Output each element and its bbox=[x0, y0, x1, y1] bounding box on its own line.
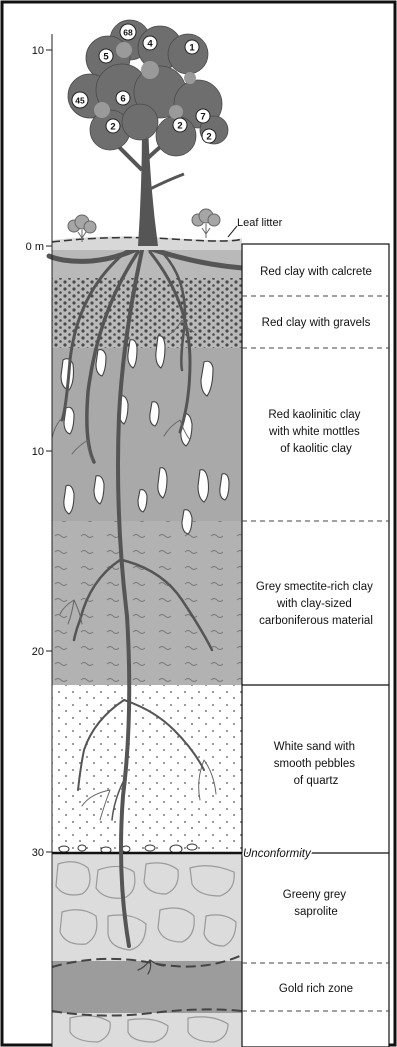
height-tick-0m: 0 m bbox=[26, 241, 44, 253]
leaf-litter-label: Leaf litter bbox=[237, 217, 283, 229]
layer-label-7: Gold rich zone bbox=[279, 983, 353, 995]
layer-gold-rich-zone bbox=[52, 961, 242, 1013]
tree-marker-label: 5 bbox=[103, 52, 109, 63]
tree-marker-label: 2 bbox=[177, 121, 182, 132]
depth-tick-30: 30 bbox=[32, 847, 44, 859]
description-box bbox=[242, 244, 389, 1047]
tree-marker-label: 7 bbox=[200, 112, 205, 123]
depth-tick-20: 20 bbox=[32, 646, 44, 658]
layer-label-3: Red kaolinitic clay with white mottles o… bbox=[268, 409, 364, 455]
tree-marker-label: 1 bbox=[189, 43, 195, 54]
smectite-texture bbox=[52, 521, 242, 685]
tree-marker-label: 68 bbox=[123, 28, 133, 38]
unconformity-label: Unconformity bbox=[243, 848, 312, 860]
tree-marker-label: 2 bbox=[110, 122, 115, 133]
layer-label-1: Red clay with calcrete bbox=[260, 266, 372, 278]
height-tick-10: 10 bbox=[32, 45, 44, 57]
tree-marker-label: 2 bbox=[206, 132, 211, 143]
description-column: Red clay with calcrete Red clay with gra… bbox=[242, 244, 389, 1047]
tree-marker-label: 45 bbox=[75, 96, 85, 106]
layer-label-2: Red clay with gravels bbox=[262, 317, 371, 329]
depth-tick-10: 10 bbox=[32, 446, 44, 458]
soil-column bbox=[52, 244, 242, 1047]
tree-marker-label: 6 bbox=[120, 94, 125, 105]
tree-marker-label: 4 bbox=[147, 39, 153, 50]
